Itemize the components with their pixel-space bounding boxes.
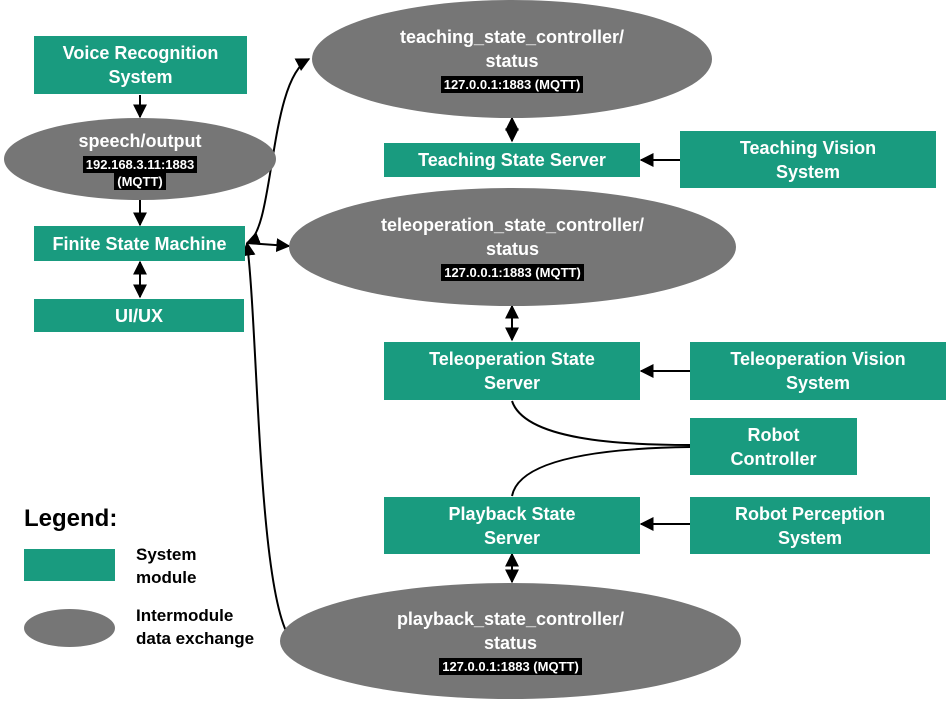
line-teleop-to-robot: [511, 400, 691, 446]
legend-exchange-swatch: [24, 609, 115, 647]
playback-server-label-1: Playback State: [448, 503, 576, 524]
teleop-server-label-2: Server: [483, 373, 541, 393]
robot-perception-module: Robot Perception System: [690, 497, 930, 554]
teaching-vision-label-1: Teaching Vision: [739, 137, 877, 158]
legend-module-label: System module: [136, 543, 196, 589]
teleop-address: 127.0.0.1:1883 (MQTT): [441, 264, 584, 281]
teaching-vision-module: Teaching Vision System: [680, 131, 936, 188]
uiux-label: UI/UX: [114, 305, 163, 326]
voice-label-2: System: [108, 67, 173, 87]
teaching-topic-2: status: [485, 51, 539, 71]
teaching-server-label: Teaching State Server: [418, 150, 606, 170]
teleoperation-controller-exchange: teleoperation_state_controller/ status 1…: [289, 188, 736, 306]
legend-exchange-line-2: data exchange: [136, 629, 255, 648]
playback-address: 127.0.0.1:1883 (MQTT): [439, 658, 582, 675]
voice-recognition-module: Voice Recognition System: [34, 36, 247, 94]
teaching-topic-1: teaching_state_controller/: [399, 27, 625, 47]
speech-protocol: (MQTT): [114, 172, 166, 190]
playback-state-server-module: Playback State Server: [384, 497, 640, 554]
teaching-controller-exchange: teaching_state_controller/ status 127.0.…: [312, 0, 712, 118]
finite-state-machine-module: Finite State Machine: [34, 226, 245, 261]
arrow-fsm-to-teleop: [246, 238, 291, 253]
teleoperation-state-server-module: Teleoperation State Server: [384, 342, 640, 400]
playback-controller-exchange: playback_state_controller/ status 127.0.…: [280, 583, 741, 699]
legend-exchange-line-1: Intermodule: [136, 606, 234, 625]
teleop-vision-label-2: System: [785, 373, 851, 393]
robot-controller-module: Robot Controller: [690, 418, 857, 475]
speech-output-exchange: speech/output 192.168.3.11:1883 (MQTT): [4, 118, 276, 200]
uiux-module: UI/UX: [34, 299, 244, 332]
teaching-vision-label-2: System: [775, 161, 841, 182]
fsm-label: Finite State Machine: [52, 233, 227, 254]
teleop-server-label-1: Teleoperation State: [429, 349, 595, 369]
legend-title: Legend:: [24, 505, 118, 532]
legend-module-swatch: [24, 549, 115, 581]
voice-label-1: Voice Recognition: [62, 43, 219, 63]
robot-controller-label-1: Robot: [747, 424, 800, 445]
robot-perception-label-1: Robot Perception: [734, 503, 885, 524]
robot-controller-label-2: Controller: [730, 448, 817, 469]
speech-address: 192.168.3.11:1883: [82, 155, 198, 173]
teleoperation-vision-module: Teleoperation Vision System: [690, 342, 946, 400]
playback-server-label-2: Server: [483, 527, 541, 548]
playback-topic-2: status: [483, 633, 537, 653]
teaching-state-server-module: Teaching State Server: [384, 143, 640, 177]
line-playback-to-robot: [511, 446, 691, 497]
teleop-topic-2: status: [485, 239, 539, 259]
speech-topic: speech/output: [78, 130, 202, 151]
teleop-vision-label-1: Teleoperation Vision: [730, 349, 906, 369]
arrow-fsm-to-playback: [241, 241, 289, 636]
legend-module-line-1: System: [136, 545, 197, 564]
legend-module-line-2: module: [136, 568, 197, 587]
playback-topic-1: playback_state_controller/: [396, 609, 625, 629]
legend-exchange-label: Intermodule data exchange: [136, 604, 254, 650]
teaching-address: 127.0.0.1:1883 (MQTT): [440, 76, 584, 93]
robot-perception-label-2: System: [777, 527, 843, 548]
teleop-topic-1: teleoperation_state_controller/: [380, 215, 645, 235]
